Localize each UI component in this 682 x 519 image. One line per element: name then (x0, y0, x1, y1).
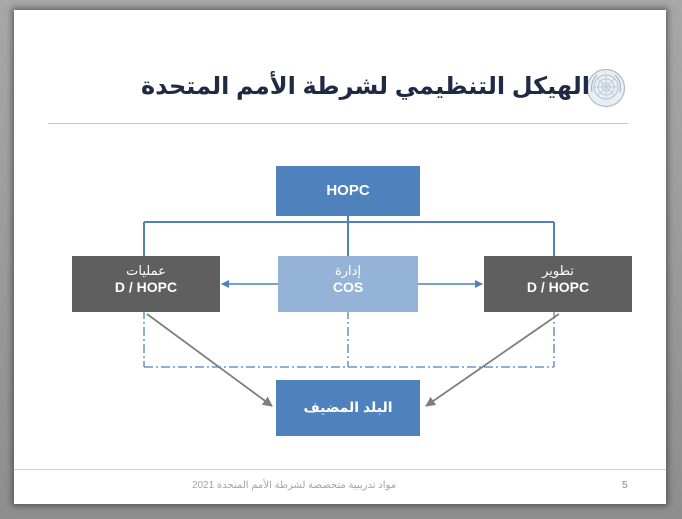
host-country-box (276, 380, 420, 436)
page-number: 5 (622, 480, 628, 491)
development-label: تطوير D / HOPC (484, 263, 632, 297)
host-country-label-text: البلد المضيف (303, 399, 393, 415)
cos-label-code: COS (332, 279, 364, 296)
title-divider (48, 123, 628, 124)
development-label-arabic: تطوير (542, 263, 574, 278)
coordination-lines (143, 310, 555, 368)
footer-divider (14, 469, 666, 470)
cos-label: إدارة COS (278, 263, 418, 297)
development-label-code: D / HOPC (526, 279, 590, 296)
hopc-connector (143, 216, 555, 256)
cos-label-arabic: إدارة (334, 263, 362, 278)
hopc-label-line1: HOPC (326, 182, 370, 199)
slide: الهيكل التنظيمي لشرطة الأمم المتحدة (14, 10, 666, 504)
operations-label-arabic: عمليات (126, 263, 166, 278)
slide-title: الهيكل التنظيمي لشرطة الأمم المتحدة (140, 73, 590, 100)
development-box (484, 256, 632, 312)
operations-label-code: D / HOPC (114, 279, 178, 296)
operations-label: عمليات D / HOPC (72, 263, 220, 297)
footer-text: مواد تدريبية متخصصة لشرطة الأمم المتحدة … (191, 480, 397, 491)
hopc-box (276, 166, 420, 216)
hopc-label: HOPC (276, 182, 420, 201)
host-country-label: البلد المضيف (276, 399, 420, 417)
arrow-development-to-host (425, 313, 560, 407)
org-chart (72, 166, 632, 436)
operations-box (72, 256, 220, 312)
arrow-operations-to-host (146, 313, 273, 407)
cos-box (278, 256, 418, 312)
un-emblem-icon (586, 68, 626, 108)
